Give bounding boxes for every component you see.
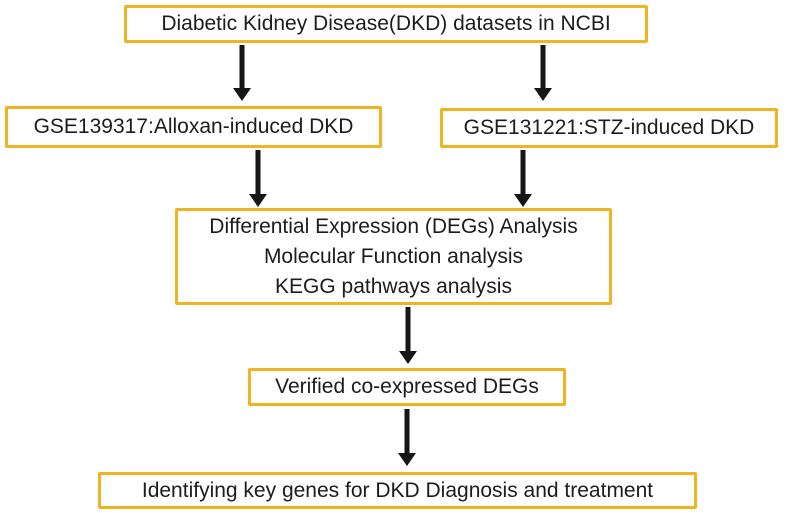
arrow-analysis-to-verified [399,307,417,364]
arrow-down-icon [399,351,417,364]
arrow-shaft [404,409,410,454]
arrow-top-to-gse139317 [233,45,251,101]
node-datasets-ncbi: Diabetic Kidney Disease(DKD) datasets in… [124,5,648,43]
arrow-down-icon [249,194,267,207]
node-verified-degs: Verified co-expressed DEGs [248,368,566,406]
node-key-genes: Identifying key genes for DKD Diagnosis … [98,472,697,509]
arrow-shaft [540,45,546,89]
node-gse131221-label: GSE131221:STZ-induced DKD [463,116,755,140]
arrow-shaft [520,150,526,195]
node-datasets-ncbi-label: Diabetic Kidney Disease(DKD) datasets in… [161,12,611,36]
arrow-shaft [405,307,411,352]
node-gse139317-label: GSE139317:Alloxan-induced DKD [33,115,354,139]
arrow-gse131221-to-analysis [514,150,532,207]
arrow-shaft [239,45,245,89]
node-gse131221: GSE131221:STZ-induced DKD [440,108,778,148]
arrow-gse139317-to-analysis [249,150,267,207]
node-gse139317: GSE139317:Alloxan-induced DKD [5,106,382,148]
node-analysis: Differential Expression (DEGs) Analysis … [175,208,612,305]
arrow-down-icon [398,453,416,466]
node-analysis-line2: Molecular Function analysis [263,244,524,268]
node-analysis-line3: KEGG pathways analysis [275,274,512,298]
arrow-down-icon [534,88,552,101]
arrow-shaft [255,150,261,195]
arrow-down-icon [233,88,251,101]
arrow-top-to-gse131221 [534,45,552,101]
arrow-verified-to-keygenes [398,409,416,466]
node-analysis-line1: Differential Expression (DEGs) Analysis [209,214,578,238]
arrow-down-icon [514,194,532,207]
node-key-genes-label: Identifying key genes for DKD Diagnosis … [141,478,654,502]
node-verified-degs-label: Verified co-expressed DEGs [275,375,539,399]
